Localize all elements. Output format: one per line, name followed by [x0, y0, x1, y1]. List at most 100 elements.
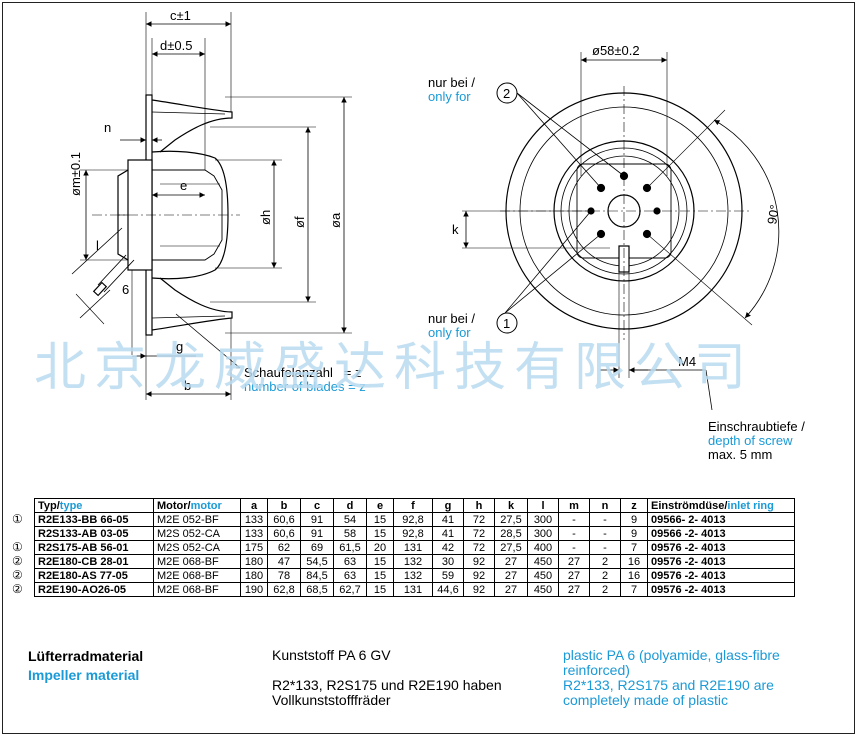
table-header-row: Typ/type Motor/motor a b c d e f g h k l… [34, 498, 795, 513]
col-a: a [240, 498, 268, 513]
cell-l: 300 [527, 512, 559, 527]
side-view [71, 12, 352, 400]
dim-f: øf [292, 216, 307, 228]
col-b: b [267, 498, 301, 513]
dim-g: g [176, 339, 183, 354]
col-n: n [589, 498, 621, 513]
col-motor: Motor/motor [153, 498, 241, 513]
cell-a: 190 [240, 582, 268, 597]
material-heading-en: Impeller material [28, 667, 140, 683]
cell-e: 20 [366, 540, 394, 555]
cell-m: 27 [558, 554, 590, 569]
cell-e: 15 [366, 526, 394, 541]
cell-a: 175 [240, 540, 268, 555]
cell-h: 72 [463, 512, 495, 527]
dim-d: d±0.5 [160, 38, 192, 53]
cell-d: 61,5 [333, 540, 367, 555]
cell-typ: R2S133-AB 03-05 [34, 526, 154, 541]
cell-inlet: 09576 -2- 4013 [647, 582, 795, 597]
cell-b: 78 [267, 568, 301, 583]
cell-k: 28,5 [494, 526, 528, 541]
cell-d: 54 [333, 512, 367, 527]
cell-d: 63 [333, 568, 367, 583]
cell-d: 62,7 [333, 582, 367, 597]
cell-a: 133 [240, 526, 268, 541]
row-marker: ② [12, 554, 23, 568]
screw-note: Einschraubtiefe / depth of screw max. 5 … [708, 420, 805, 462]
cell-inlet: 09576 -2- 4013 [647, 540, 795, 555]
cell-a: 180 [240, 554, 268, 569]
cell-l: 300 [527, 526, 559, 541]
cell-z: 16 [620, 568, 648, 583]
dim-c: c±1 [170, 8, 191, 23]
col-g: g [432, 498, 464, 513]
cell-l: 450 [527, 582, 559, 597]
cell-e: 15 [366, 568, 394, 583]
cell-g: 41 [432, 512, 464, 527]
cell-n: 2 [589, 554, 621, 569]
material-de-line3: Vollkunststofffräder [272, 692, 391, 708]
cell-m: - [558, 540, 590, 555]
cell-c: 91 [300, 526, 334, 541]
cell-k: 27 [494, 568, 528, 583]
cell-l: 450 [527, 568, 559, 583]
dim-l: l [96, 238, 99, 253]
only-for-top-en: only for [428, 89, 471, 104]
cell-g: 30 [432, 554, 464, 569]
material-text-de: Kunststoff PA 6 GV R2*133, R2S175 und R2… [272, 648, 552, 708]
technical-drawing: c±1 d±0.5 n e øm±0.1 øh øf øa l 6 g b [68, 8, 782, 411]
dim-h: øh [258, 210, 273, 225]
cell-m: - [558, 526, 590, 541]
dim-bore: ø58±0.2 [592, 43, 640, 58]
col-d: d [333, 498, 367, 513]
cell-motor: M2E 068-BF [153, 554, 241, 569]
cell-k: 27,5 [494, 512, 528, 527]
dim-angle: 90° [764, 204, 782, 226]
cell-f: 132 [393, 554, 433, 569]
cell-f: 92,8 [393, 512, 433, 527]
cell-f: 92,8 [393, 526, 433, 541]
cell-z: 9 [620, 526, 648, 541]
cell-z: 16 [620, 554, 648, 569]
cell-e: 15 [366, 512, 394, 527]
material-en-line4: completely made of plastic [563, 692, 728, 708]
cell-h: 72 [463, 526, 495, 541]
col-h: h [463, 498, 495, 513]
cell-l: 450 [527, 554, 559, 569]
cell-m: 27 [558, 582, 590, 597]
cell-b: 62,8 [267, 582, 301, 597]
cell-b: 47 [267, 554, 301, 569]
cell-typ: R2E180-CB 28-01 [34, 554, 154, 569]
cell-c: 91 [300, 512, 334, 527]
cell-b: 60,6 [267, 526, 301, 541]
dim-6: 6 [122, 282, 129, 297]
circle-1-label: 1 [503, 316, 510, 331]
cell-b: 62 [267, 540, 301, 555]
cell-m: 27 [558, 568, 590, 583]
blades-note: Schaufelanzahl = z number of blades = z [244, 366, 366, 394]
cell-motor: M2E 068-BF [153, 582, 241, 597]
col-m: m [558, 498, 590, 513]
col-inlet: Einströmdüse/inlet ring [647, 498, 795, 513]
spec-table: Typ/type Motor/motor a b c d e f g h k l… [34, 498, 795, 597]
cell-k: 27 [494, 582, 528, 597]
row-marker: ② [12, 582, 23, 596]
only-for-top-de: nur bei / [428, 75, 475, 90]
cell-z: 9 [620, 512, 648, 527]
cell-typ: R2S175-AB 56-01 [34, 540, 154, 555]
col-f: f [393, 498, 433, 513]
cell-c: 68,5 [300, 582, 334, 597]
cell-n: - [589, 526, 621, 541]
dim-e: e [180, 178, 187, 193]
cell-g: 44,6 [432, 582, 464, 597]
material-en-line2: reinforced) [563, 662, 630, 678]
cell-motor: M2E 068-BF [153, 568, 241, 583]
cell-h: 92 [463, 568, 495, 583]
watermark: 北京龙威盛达科技有限公司 [34, 338, 755, 398]
cell-typ: R2E190-AO26-05 [34, 582, 154, 597]
cell-motor: M2S 052-CA [153, 540, 241, 555]
dim-m4: M4 [678, 354, 696, 369]
cell-g: 42 [432, 540, 464, 555]
